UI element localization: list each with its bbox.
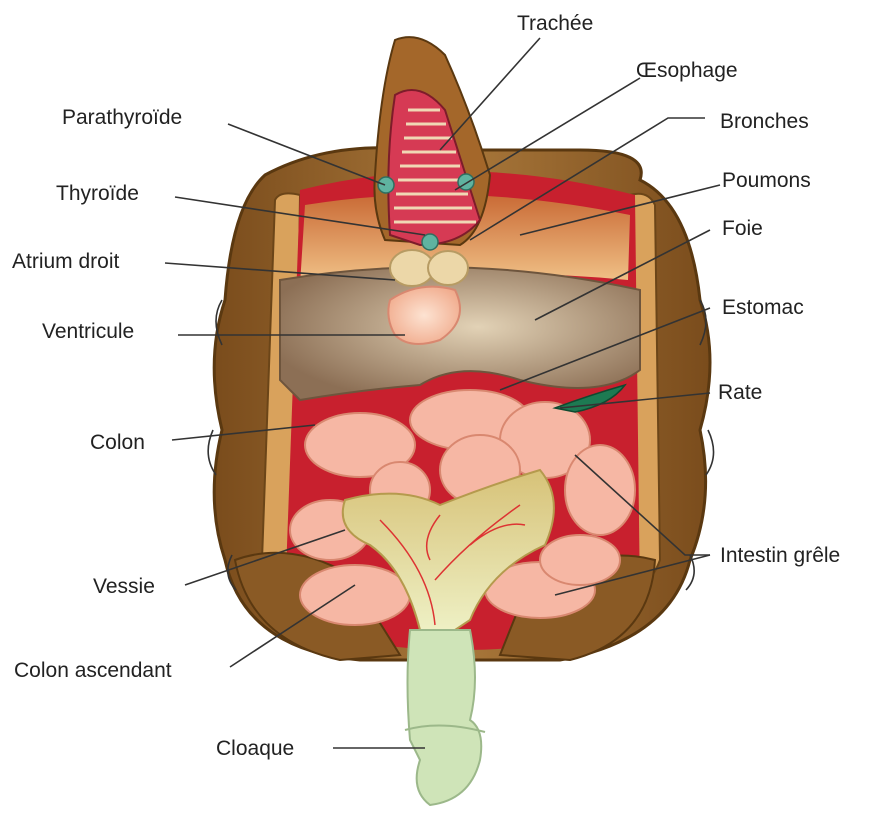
label-estomac: Estomac <box>722 296 804 319</box>
parathyroid-gland-left <box>378 177 394 193</box>
label-thyroide: Thyroïde <box>56 182 139 205</box>
label-trachee: Trachée <box>517 12 593 35</box>
label-oesophage: Œsophage <box>636 59 738 82</box>
label-colon-ascendant: Colon ascendant <box>14 659 172 682</box>
label-atrium-droit: Atrium droit <box>12 250 120 273</box>
label-colon: Colon <box>90 431 145 454</box>
label-intestin-grele: Intestin grêle <box>720 544 840 567</box>
label-foie: Foie <box>722 217 763 240</box>
cloaca <box>405 630 485 805</box>
thyroid-gland <box>422 234 438 250</box>
label-ventricule: Ventricule <box>42 320 134 343</box>
label-poumons: Poumons <box>722 169 811 192</box>
neck <box>374 37 490 250</box>
label-rate: Rate <box>718 381 762 404</box>
label-parathyroide: Parathyroïde <box>62 106 182 129</box>
label-vessie: Vessie <box>93 575 155 598</box>
label-cloaque: Cloaque <box>216 737 294 760</box>
label-bronches: Bronches <box>720 110 809 133</box>
